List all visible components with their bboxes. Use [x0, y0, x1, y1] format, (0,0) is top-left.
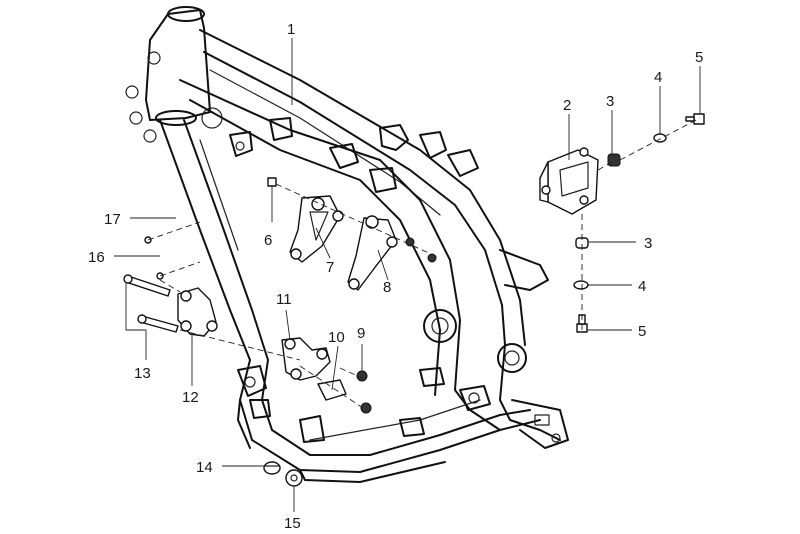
- part-15-bushing: [285, 469, 303, 487]
- leader-lines: [114, 38, 701, 512]
- part-5-bolt-upper: [685, 113, 705, 125]
- callout-labels: 1 2 3 4 5 3 4 5 6 7 8 9 10 11 12 13 14 1…: [88, 21, 703, 532]
- part-8-engine-mount-plate: [347, 215, 437, 291]
- callout-3-lower: 3: [644, 235, 652, 252]
- part-11-engine-mount-plate: [281, 337, 331, 381]
- motorcycle-frame: [125, 6, 569, 483]
- part-16-17-bolt: [144, 236, 164, 280]
- callout-8: 8: [383, 279, 391, 296]
- part-3-rubber-upper: [607, 153, 621, 167]
- callout-5-lower: 5: [638, 323, 646, 340]
- callout-6: 6: [264, 232, 272, 249]
- callout-17: 17: [104, 211, 121, 228]
- callout-15: 15: [284, 515, 301, 532]
- part-14-bushing: [263, 461, 281, 475]
- callout-9: 9: [357, 325, 365, 342]
- assembly-lines: [147, 117, 701, 411]
- callout-7: 7: [326, 259, 334, 276]
- callout-11: 11: [276, 291, 292, 308]
- part-7-engine-mount-plate: [289, 195, 344, 263]
- callout-10: 10: [328, 329, 345, 346]
- callout-3-upper: 3: [606, 93, 614, 110]
- callout-4-upper: 4: [654, 69, 662, 86]
- part-6-bolt: [267, 177, 277, 222]
- callout-4-lower: 4: [638, 278, 646, 295]
- part-2-bracket: [539, 147, 599, 215]
- callout-13: 13: [134, 365, 151, 382]
- callout-14: 14: [196, 459, 213, 476]
- part-9-nut: [356, 370, 372, 414]
- part-13-long-bolt: [123, 274, 179, 333]
- part-4-washer-lower: [573, 280, 589, 290]
- part-12-engine-mount-plate: [177, 287, 218, 337]
- callout-2: 2: [563, 97, 571, 114]
- callout-5-upper: 5: [695, 49, 703, 66]
- callout-12: 12: [182, 389, 199, 406]
- callout-1: 1: [287, 21, 295, 38]
- callout-16: 16: [88, 249, 105, 266]
